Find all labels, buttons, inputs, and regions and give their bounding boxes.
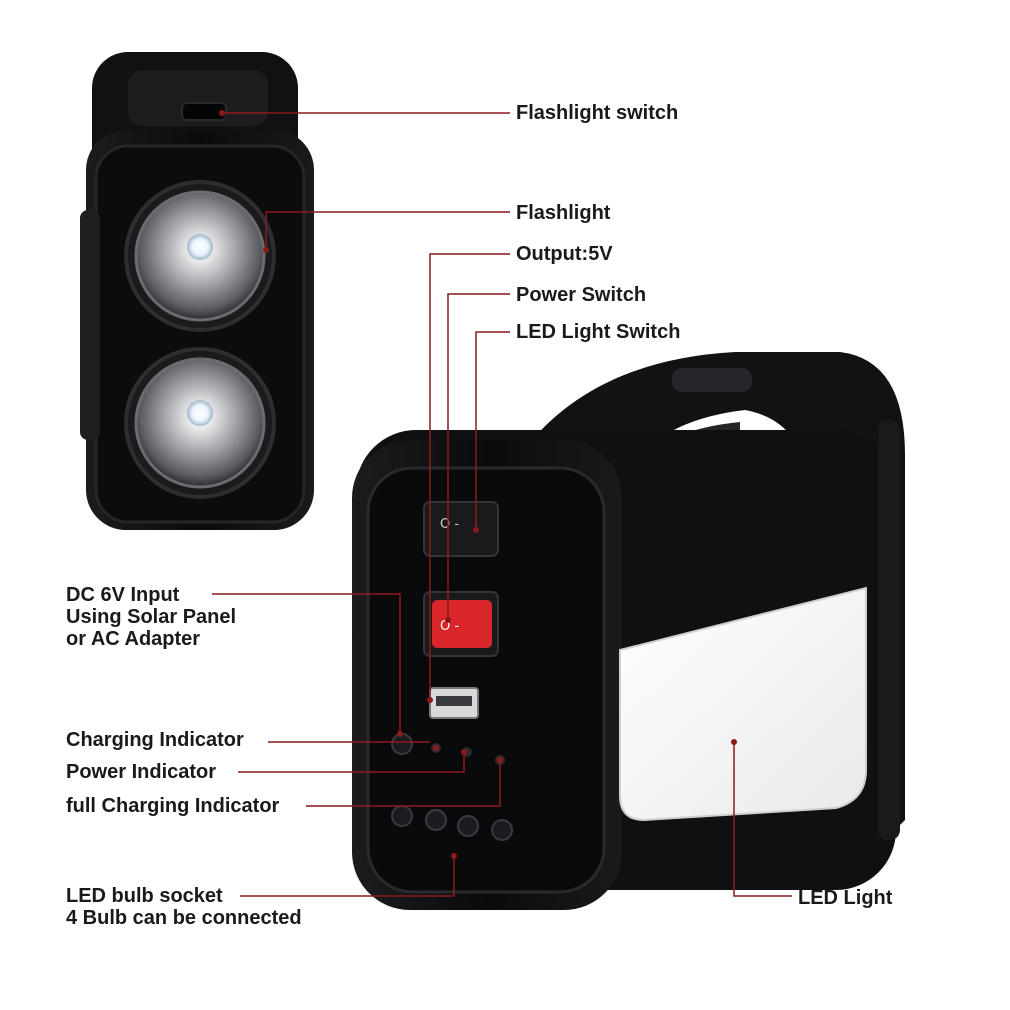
label-charging-indicator: Charging Indicator bbox=[66, 729, 244, 751]
dc-input-port[interactable] bbox=[391, 733, 413, 755]
label-led-light: LED Light bbox=[798, 887, 893, 909]
power-switch[interactable]: O - bbox=[423, 591, 499, 657]
svg-text:O -: O - bbox=[440, 517, 459, 532]
label-bulb-socket-line1: LED bulb socket bbox=[66, 885, 223, 907]
label-dc-input-line2: Using Solar Panel bbox=[66, 606, 237, 628]
label-power-indicator: Power Indicator bbox=[66, 761, 217, 783]
label-bulb-socket-line2: 4 Bulb can be connected bbox=[66, 907, 302, 929]
label-full-charging-indicator: full Charging Indicator bbox=[66, 795, 280, 817]
svg-text:O -: O - bbox=[440, 619, 459, 634]
label-output: Output:5V bbox=[516, 243, 613, 265]
label-dc-input-line1: DC 6V Input bbox=[66, 584, 180, 606]
label-flashlight-switch: Flashlight switch bbox=[516, 102, 679, 124]
leader-lines bbox=[212, 112, 792, 897]
lower-flashlight-lens bbox=[124, 347, 276, 499]
solar-lantern-device-icon: O - O - bbox=[352, 352, 905, 910]
label-power-switch: Power Switch bbox=[516, 284, 647, 306]
led-light-panel bbox=[619, 586, 867, 822]
usb-output-port[interactable] bbox=[429, 687, 479, 719]
flashlight-device-icon bbox=[80, 52, 314, 530]
flashlight-switch[interactable] bbox=[181, 102, 227, 121]
label-led-light-switch: LED Light Switch bbox=[516, 321, 681, 343]
upper-flashlight-lens bbox=[124, 180, 276, 332]
led-bulb-sockets[interactable] bbox=[391, 805, 513, 841]
led-light-switch[interactable]: O - bbox=[423, 501, 499, 557]
label-flashlight: Flashlight bbox=[516, 202, 611, 224]
label-dc-input-line3: or AC Adapter bbox=[66, 628, 201, 650]
leader-dots bbox=[219, 110, 737, 859]
